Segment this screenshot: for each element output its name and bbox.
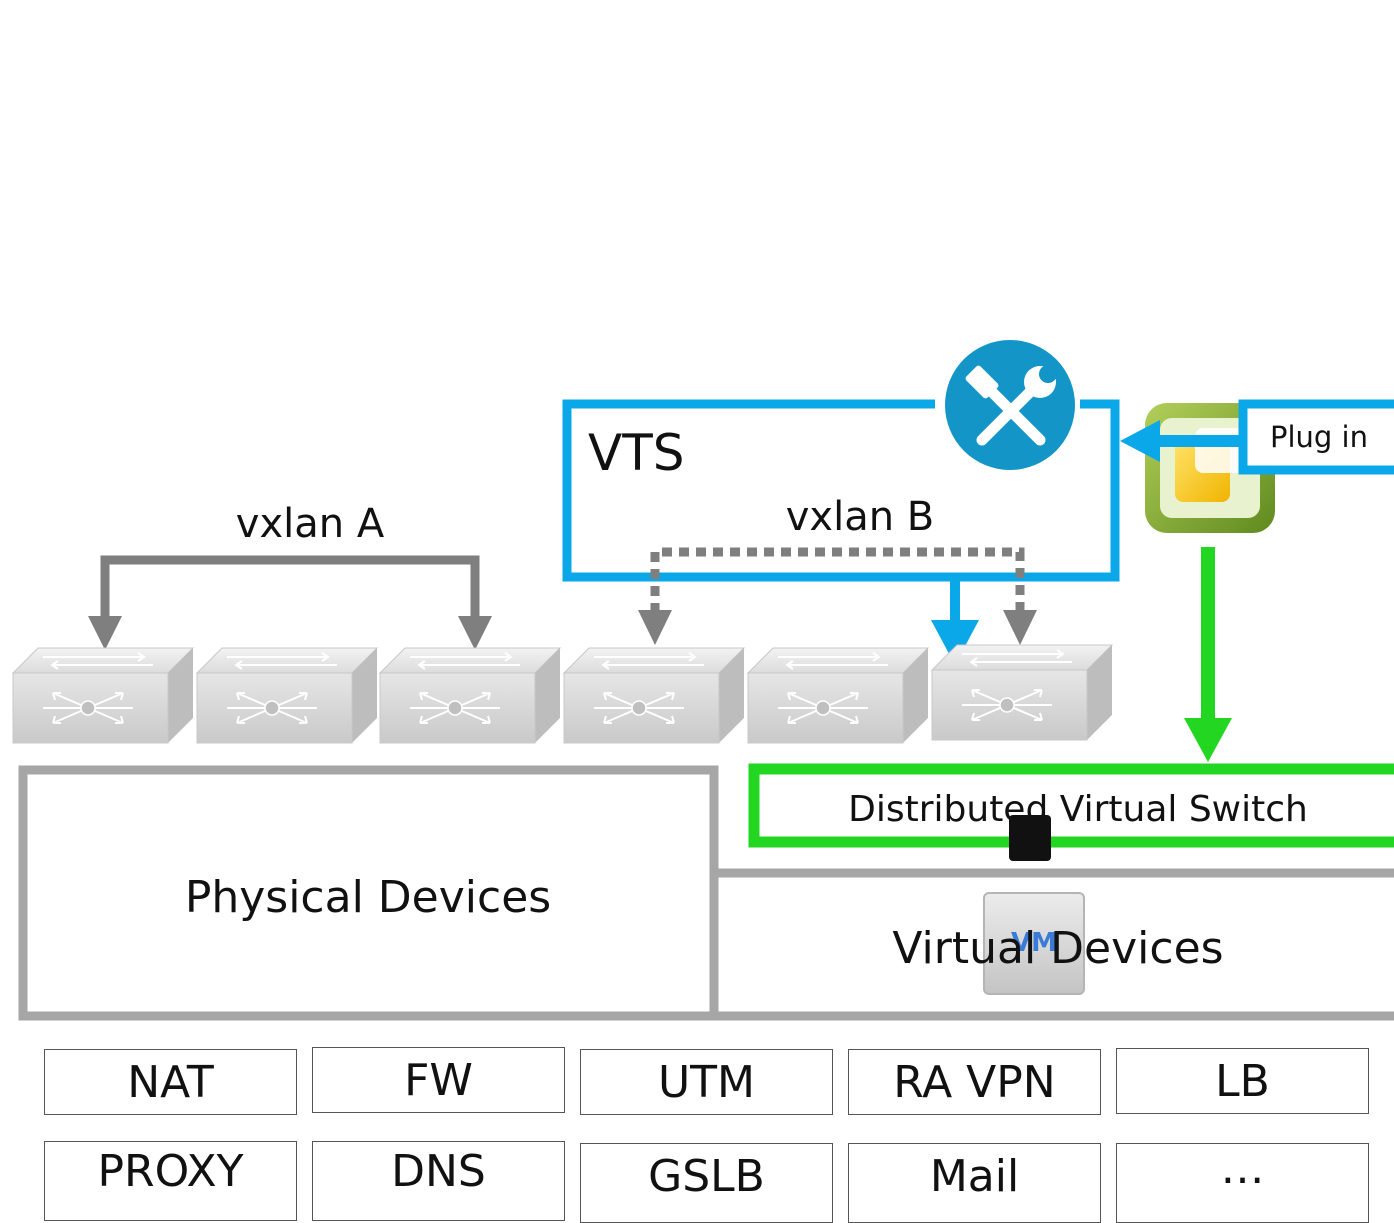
physical-devices-box xyxy=(18,765,719,1021)
dvs-label: Distributed Virtual Switch xyxy=(848,789,1308,830)
service-more: … xyxy=(1116,1143,1369,1223)
service-lb: LB xyxy=(1116,1048,1369,1114)
service-utm: UTM xyxy=(580,1049,833,1115)
network-switch-icon xyxy=(379,647,561,744)
service-nat: NAT xyxy=(44,1049,297,1115)
vxlan-b-label: vxlan B xyxy=(786,494,934,540)
svg-text:VM: VM xyxy=(1011,928,1057,958)
network-switch-icon xyxy=(196,647,378,744)
service-fw: FW xyxy=(312,1047,565,1113)
service-proxy: PROXY xyxy=(44,1141,297,1221)
vts-box xyxy=(562,399,1120,582)
vts-config-arrow xyxy=(931,578,979,665)
network-switch-icon xyxy=(563,647,745,744)
vxlan-a-label: vxlan A xyxy=(236,501,385,547)
vcenter-dvs-arrow xyxy=(1184,547,1232,762)
network-switch-icon xyxy=(12,647,194,744)
service-gslb: GSLB xyxy=(580,1143,833,1223)
service-ra-vpn: RA VPN xyxy=(848,1049,1101,1115)
network-switch-icon xyxy=(747,647,929,744)
virtual-devices-label: Virtual Devices xyxy=(892,923,1223,974)
tools-icon xyxy=(945,340,1075,470)
service-mail: Mail xyxy=(848,1143,1101,1223)
plugin-arrow xyxy=(1120,420,1243,462)
network-switch-icon xyxy=(931,644,1113,741)
plugin-box xyxy=(1238,399,1394,475)
physical-devices-label: Physical Devices xyxy=(185,872,551,923)
plugin-label: Plug in xyxy=(1270,420,1368,454)
vxlan-a-connector xyxy=(88,555,492,650)
vts-label: VTS xyxy=(588,424,684,482)
dvs-box xyxy=(748,763,1394,848)
virtual-devices-box xyxy=(714,868,1394,1021)
service-dns: DNS xyxy=(312,1141,565,1221)
vxlan-b-connector xyxy=(638,547,1037,645)
dvs-port-icon xyxy=(1009,815,1051,861)
switch-row xyxy=(12,644,1113,744)
vm-icon: VM xyxy=(983,892,1085,995)
